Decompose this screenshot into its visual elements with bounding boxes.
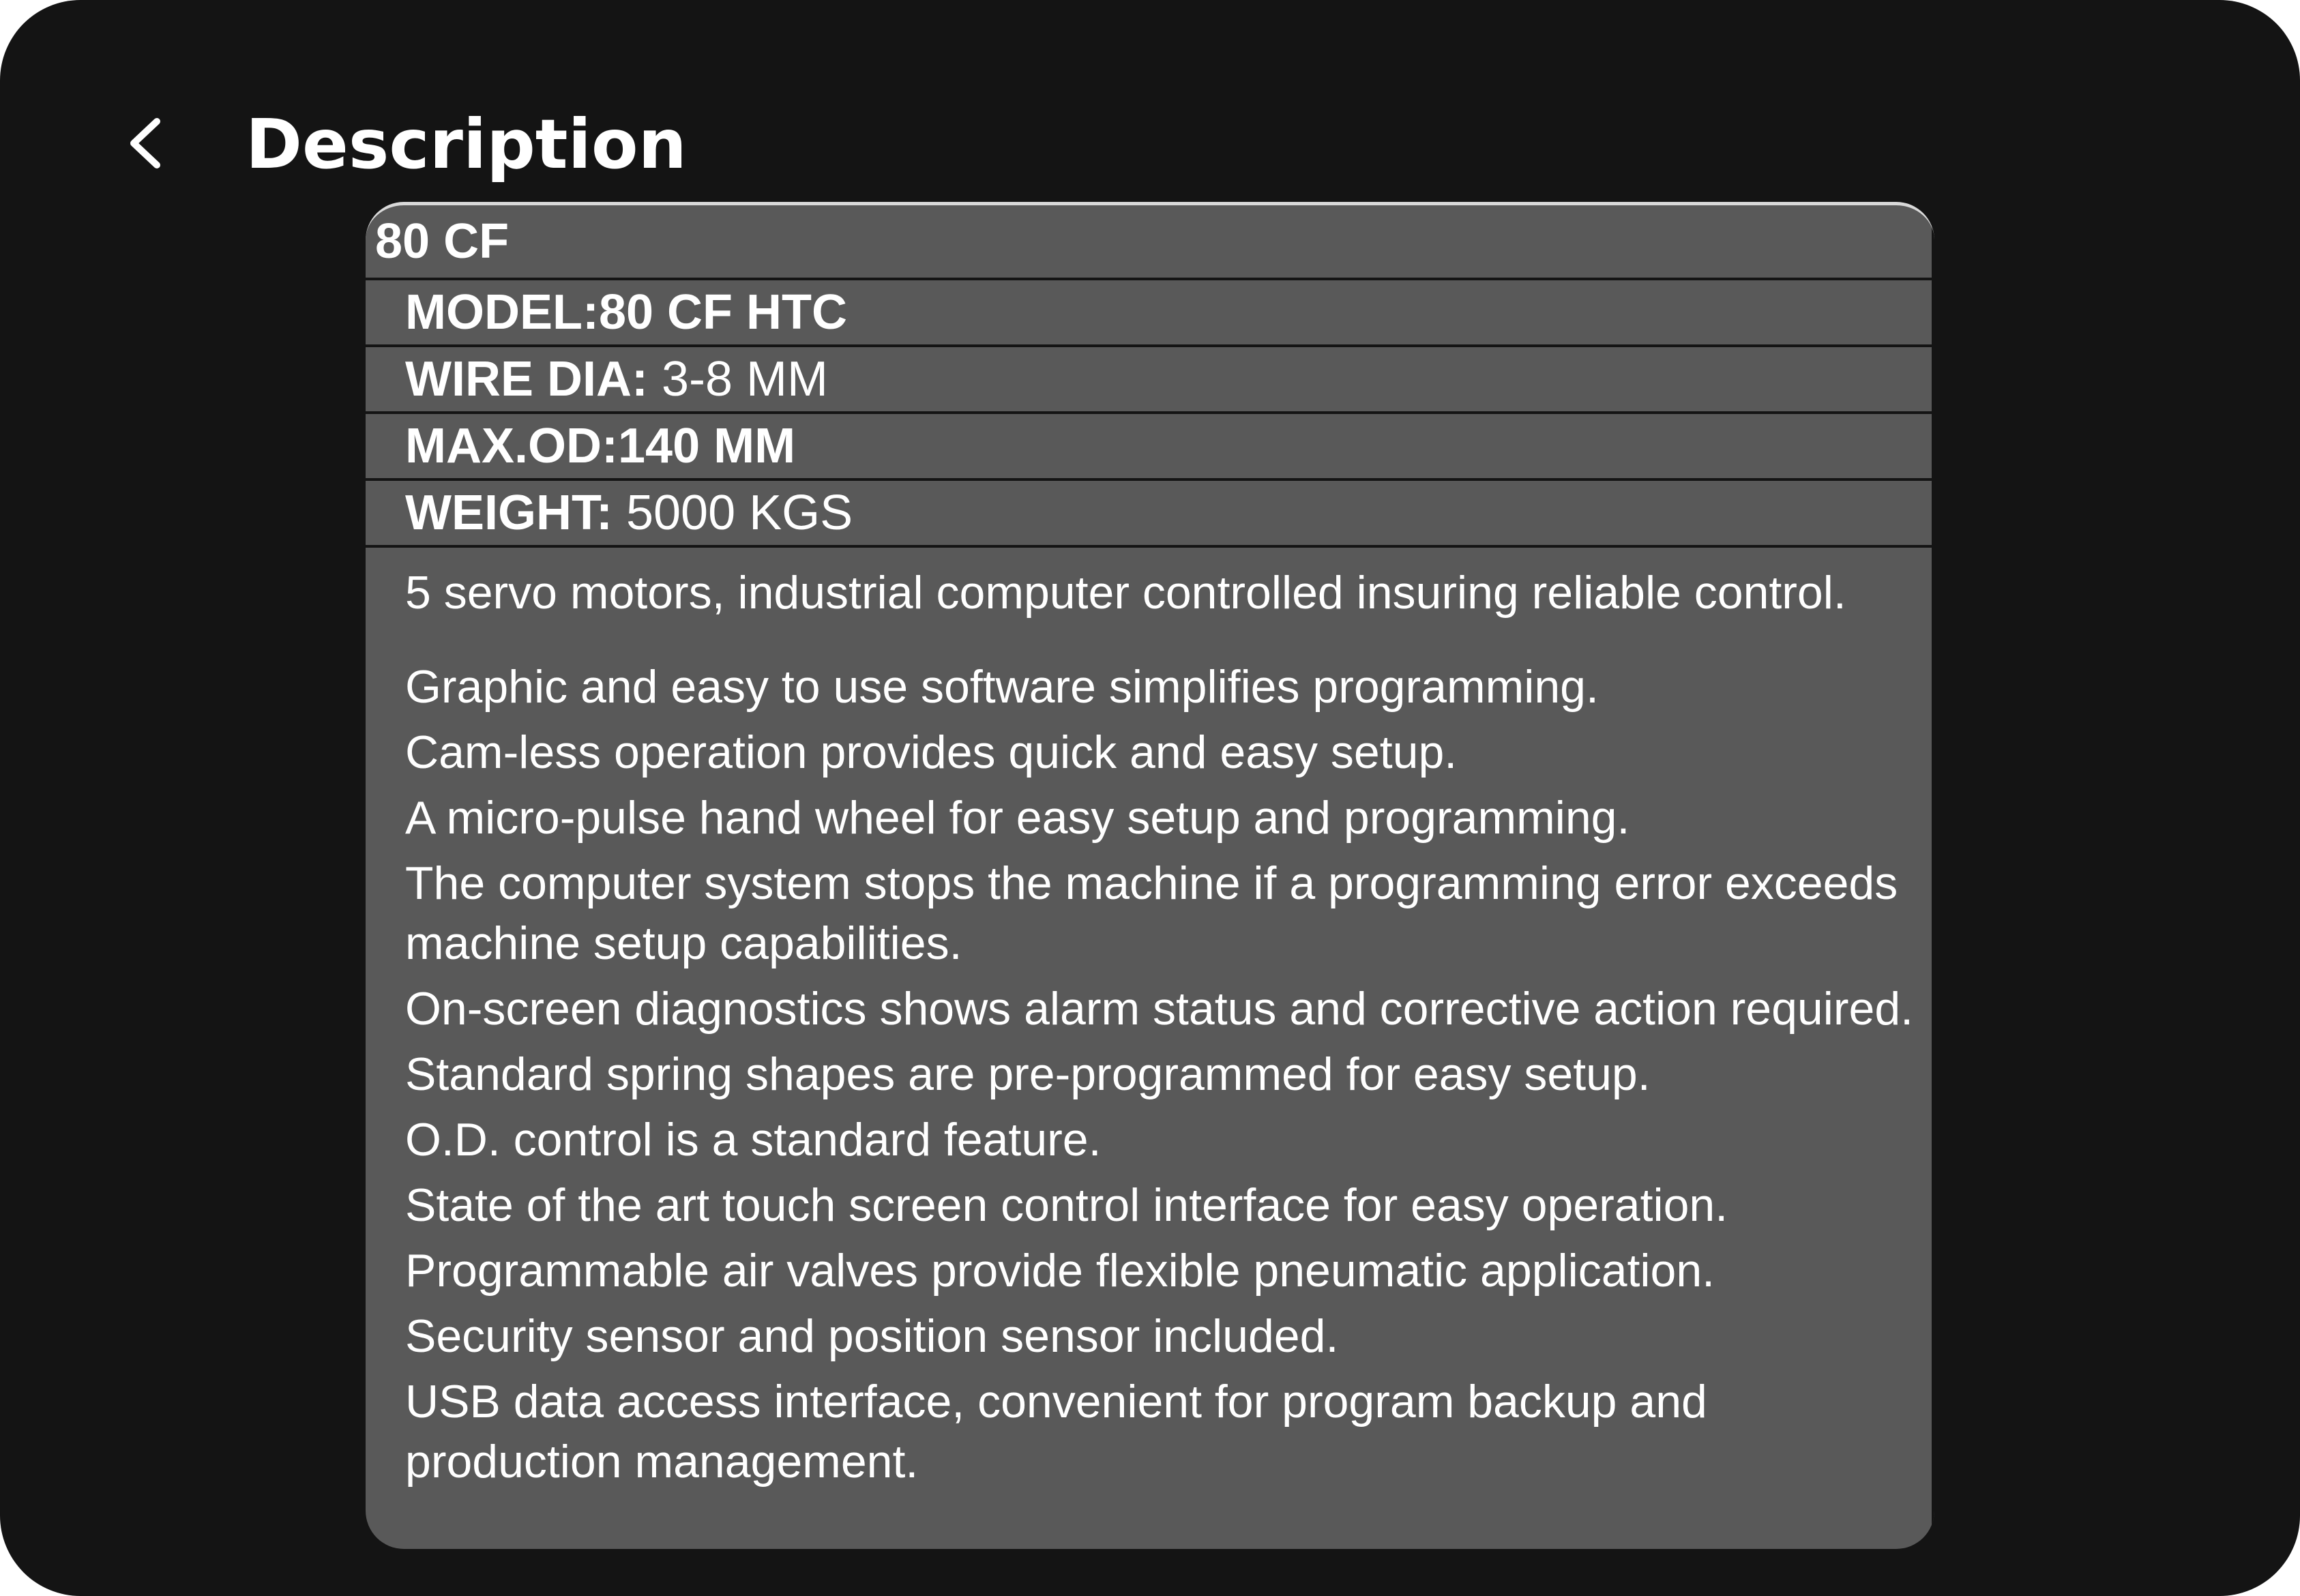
spec-key: WIRE DIA:	[405, 352, 648, 407]
spec-table: 80 CF MODEL:80 CF HTC WIRE DIA: 3-8 MM M…	[366, 205, 1932, 548]
feature-item: Graphic and easy to use software simplif…	[405, 661, 1599, 713]
feature-item: Security sensor and position sensor incl…	[405, 1310, 1339, 1362]
back-button[interactable]	[115, 102, 183, 184]
feature-item: 5 servo motors, industrial computer cont…	[405, 567, 1846, 619]
spec-row-weight: WEIGHT: 5000 KGS	[366, 481, 1932, 548]
spec-table-title-row: 80 CF	[366, 205, 1932, 280]
page-title: Description	[246, 104, 687, 184]
card-divider	[1932, 205, 1934, 1549]
feature-list: 5 servo motors, industrial computer cont…	[405, 563, 1926, 1497]
chevron-left-icon	[130, 118, 160, 168]
spec-key: MODEL:80 CF HTC	[405, 285, 847, 340]
feature-item: Programmable air valves provide flexible…	[405, 1245, 1715, 1297]
spec-row-max-od: MAX.OD:140 MM	[366, 414, 1932, 481]
feature-item: Standard spring shapes are pre-programme…	[405, 1048, 1651, 1100]
description-card: 80 CF MODEL:80 CF HTC WIRE DIA: 3-8 MM M…	[366, 202, 1934, 1549]
spec-key: WEIGHT:	[405, 486, 613, 540]
spec-table-title: 80 CF	[375, 214, 510, 269]
spec-value: 3-8 MM	[647, 352, 828, 407]
feature-item: State of the art touch screen control in…	[405, 1179, 1728, 1231]
feature-item: A micro-pulse hand wheel for easy setup …	[405, 792, 1630, 844]
feature-item: O.D. control is a standard feature.	[405, 1114, 1102, 1166]
feature-item: USB data access interface, convenient fo…	[405, 1376, 1707, 1488]
feature-item: The computer system stops the machine if…	[405, 857, 1898, 969]
spec-value: 5000 KGS	[612, 486, 853, 540]
feature-item: On-screen diagnostics shows alarm status…	[405, 983, 1914, 1035]
feature-item: Cam-less operation provides quick and ea…	[405, 726, 1458, 778]
spec-row-wire-dia: WIRE DIA: 3-8 MM	[366, 347, 1932, 414]
spec-key: MAX.OD:140 MM	[405, 419, 796, 473]
spec-row-model: MODEL:80 CF HTC	[366, 280, 1932, 347]
